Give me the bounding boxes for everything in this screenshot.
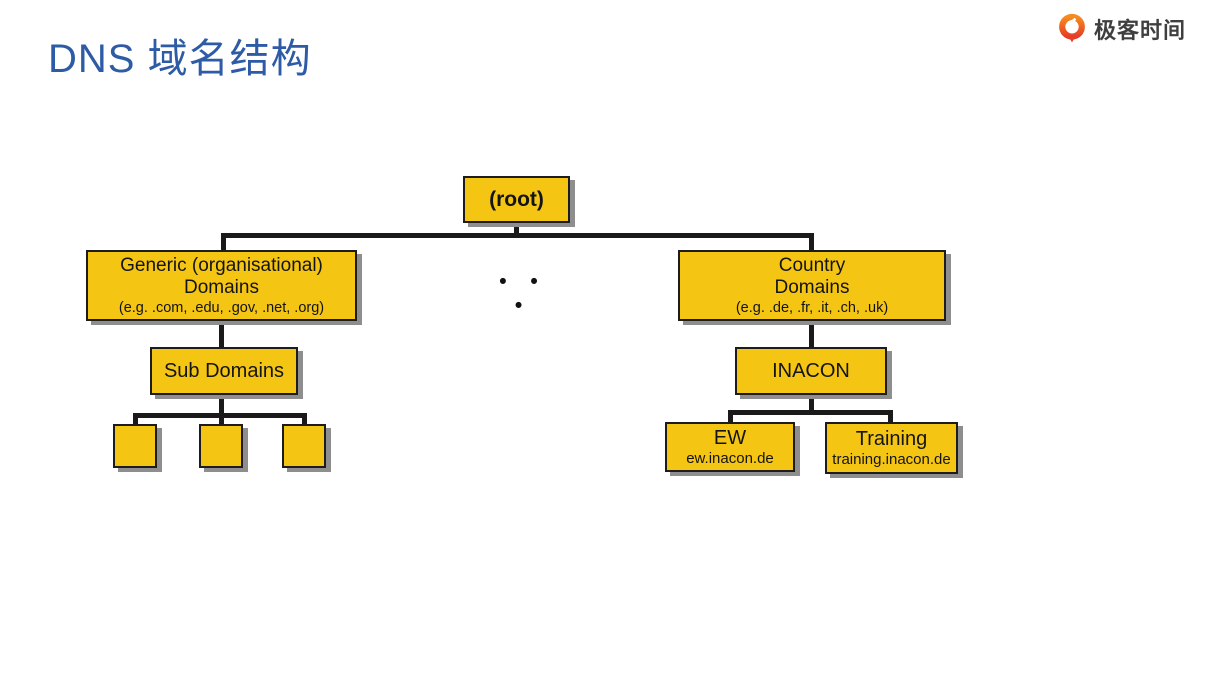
connector-training-stub: [888, 410, 893, 424]
generic-domains-title-line1: Generic (organisational): [120, 254, 323, 276]
connector-leaf1-stub: [133, 413, 138, 426]
node-training: Training training.inacon.de: [825, 422, 958, 474]
inacon-label: INACON: [772, 359, 850, 382]
node-subdomain-leaf-1: [113, 424, 157, 468]
connector-root-stem: [514, 220, 519, 235]
connector-right-horizontal: [728, 410, 893, 415]
sub-domains-label: Sub Domains: [163, 359, 285, 382]
ew-title: EW: [713, 426, 747, 449]
training-subtitle: training.inacon.de: [832, 450, 951, 468]
geektime-logo-text: 极客时间: [1093, 18, 1186, 43]
connector-generic-to-sub: [219, 319, 224, 349]
node-generic-domains: Generic (organisational) Domains (e.g. .…: [86, 250, 357, 321]
connector-top-horizontal: [221, 233, 814, 238]
node-subdomain-leaf-3: [282, 424, 326, 468]
node-ew: EW ew.inacon.de: [665, 422, 795, 472]
ew-subtitle: ew.inacon.de: [686, 449, 774, 467]
connector-leaf3-stub: [302, 413, 307, 426]
tld-ellipsis: • • •: [499, 270, 547, 317]
connector-sub-stem: [219, 393, 224, 417]
node-root: (root): [463, 176, 570, 223]
geektime-logo: 极客时间: [1056, 13, 1186, 45]
node-sub-domains: Sub Domains: [150, 347, 298, 395]
node-inacon: INACON: [735, 347, 887, 395]
node-root-label: (root): [489, 187, 544, 211]
connector-country-to-inacon: [809, 319, 814, 349]
connector-leaf2-stub: [219, 413, 224, 426]
generic-domains-examples: (e.g. .com, .edu, .gov, .net, .org): [118, 299, 325, 316]
country-domains-examples: (e.g. .de, .fr, .it, .ch, .uk): [735, 299, 889, 316]
page-title: DNS 域名结构: [48, 37, 312, 81]
country-domains-title-line2: Domains: [774, 276, 850, 298]
country-domains-title-line1: Country: [778, 254, 846, 276]
geektime-logo-icon: [1056, 13, 1088, 45]
connector-country-stub: [809, 233, 814, 252]
node-subdomain-leaf-2: [199, 424, 243, 468]
connector-inacon-stem: [809, 393, 814, 414]
node-country-domains: Country Domains (e.g. .de, .fr, .it, .ch…: [678, 250, 946, 321]
connector-generic-stub: [221, 233, 226, 252]
connector-ew-stub: [728, 410, 733, 424]
generic-domains-title-line2: Domains: [184, 276, 259, 298]
training-title: Training: [855, 427, 928, 450]
